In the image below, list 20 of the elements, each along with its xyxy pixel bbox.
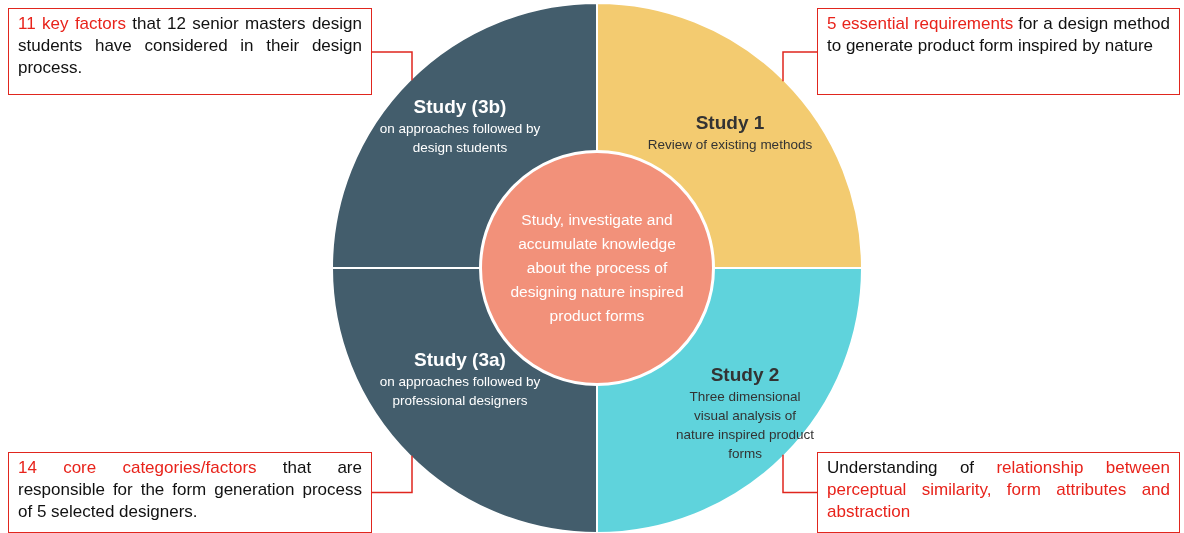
study-description: Review of existing methods [646, 136, 814, 154]
callout-text: 14 core categories/factors that are responsible for the form generation process of 5 selected designers. [18, 457, 362, 523]
study-description: on approaches followed by professional designers [378, 373, 542, 410]
callout-text: Understanding of relationship between perceptual similarity, form attributes and abstraction [827, 457, 1170, 523]
center-text: Study, investigate and accumulate knowledge about the process of designing nature inspired product forms [509, 210, 685, 326]
callout-box [8, 452, 372, 533]
study-description: on approaches followed by design students [378, 120, 542, 157]
callout-box [817, 452, 1180, 533]
study-title: Study (3a) [413, 348, 507, 372]
leader-line [782, 51, 818, 82]
study-title: Study 1 [694, 111, 766, 135]
leader-line [782, 454, 818, 494]
callout-text: 5 essential requirements for a design method to generate product form inspired by nature [827, 13, 1170, 57]
leader-line [371, 455, 413, 494]
study-title: Study 2 [709, 363, 781, 387]
callout-box [8, 8, 372, 95]
leader-line [371, 51, 413, 81]
callout-text: 11 key factors that 12 senior masters design students have considered in their design process. [18, 13, 362, 79]
study-title: Study (3b) [412, 95, 508, 119]
callout-box [817, 8, 1180, 95]
